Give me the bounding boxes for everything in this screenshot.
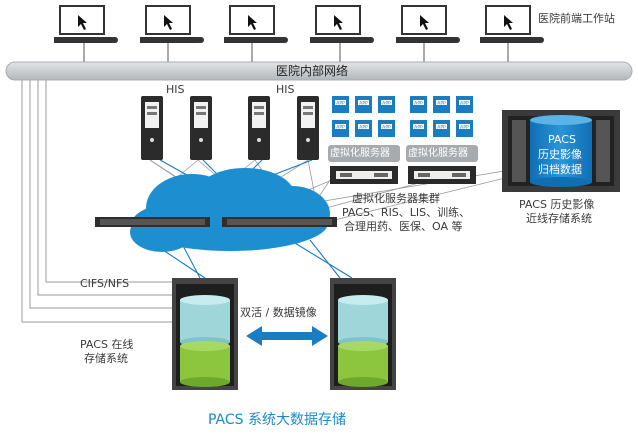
archive-db-line3: 归档数据: [538, 163, 582, 176]
mirror-arrow: [246, 326, 328, 346]
app-icon: APP: [410, 120, 427, 137]
app-icon-label: APP: [336, 101, 345, 107]
workstation-6: [480, 5, 544, 43]
app-icon-grid: APP APP APP APP APP APP APP APP APP APP …: [332, 96, 473, 137]
near-line-archive-rack: [502, 110, 620, 192]
his-label-right: HIS: [276, 83, 295, 96]
virtual-server-label-2: 虚拟化服务器: [408, 148, 468, 159]
archive-db-line1: PACS: [548, 133, 576, 146]
his-server-2: [190, 96, 212, 160]
mirror-storage-cabinet: [330, 278, 396, 390]
his-servers: [141, 96, 319, 160]
workstations-label: 医院前端工作站: [538, 12, 615, 25]
cluster-services-line2: 合理用药、医保、OA 等: [344, 220, 463, 233]
his-server-4: [297, 96, 319, 160]
network-label: 医院内部网络: [276, 64, 349, 78]
app-icon: APP: [355, 120, 372, 137]
archive-caption-line2: 近线存储系统: [526, 212, 592, 225]
online-storage-line1: PACS 在线: [80, 338, 134, 351]
app-icon-label: APP: [414, 125, 423, 131]
app-icon-label: APP: [460, 125, 469, 131]
app-icon-label: APP: [382, 101, 391, 107]
workstation-2: [140, 5, 204, 43]
workstation-row: [54, 5, 544, 43]
cifs-nfs-label: CIFS/NFS: [80, 277, 130, 290]
network-bar: [5, 61, 633, 81]
virtual-server-tag-1: [328, 145, 400, 162]
app-icon: APP: [355, 96, 372, 113]
app-icon: APP: [456, 96, 473, 113]
network-switch-right: [222, 217, 337, 227]
app-icon-label: APP: [460, 101, 469, 107]
his-server-1: [141, 96, 163, 160]
his-label-left: HIS: [166, 83, 185, 96]
rack-server-1: [330, 166, 398, 184]
virtual-server-tag-2: [406, 145, 478, 162]
app-icon: APP: [378, 96, 395, 113]
virtual-server-label-1: 虚拟化服务器: [330, 148, 390, 159]
app-icon-label: APP: [359, 101, 368, 107]
workstation-3: [224, 5, 288, 43]
nfs-links: [21, 72, 172, 323]
app-icon: APP: [332, 120, 349, 137]
online-storage-line2: 存储系统: [84, 352, 128, 365]
his-server-3: [248, 96, 270, 160]
archive-caption-line1: PACS 历史影像: [519, 198, 595, 211]
cluster-services-line1: PACS、RIS、LIS、训练、: [342, 206, 471, 219]
app-icon-label: APP: [437, 125, 446, 131]
app-icon: APP: [433, 120, 450, 137]
app-icon-label: APP: [359, 125, 368, 131]
app-icon-label: APP: [336, 125, 345, 131]
workstation-4: [310, 5, 374, 43]
workstation-5: [396, 5, 460, 43]
online-storage-cabinet: [172, 278, 238, 390]
workstation-connectors: [83, 40, 509, 62]
app-icon: APP: [433, 96, 450, 113]
app-icon: APP: [378, 120, 395, 137]
app-icon-label: APP: [382, 125, 391, 131]
network-cloud: [130, 168, 330, 252]
app-icon: APP: [332, 96, 349, 113]
cluster-title: 虚拟化服务器集群: [352, 192, 440, 205]
archive-db-line2: 历史影像: [538, 148, 582, 161]
mirror-label: 双活 / 数据镜像: [240, 306, 317, 319]
app-icon-label: APP: [437, 101, 446, 107]
app-icon: APP: [456, 120, 473, 137]
storage-title: PACS 系统大数据存储: [208, 412, 346, 428]
app-icon-label: APP: [414, 101, 423, 107]
workstation-1: [54, 5, 118, 43]
network-switch-left: [95, 217, 210, 227]
app-icon: APP: [410, 96, 427, 113]
rack-server-2: [408, 166, 476, 184]
